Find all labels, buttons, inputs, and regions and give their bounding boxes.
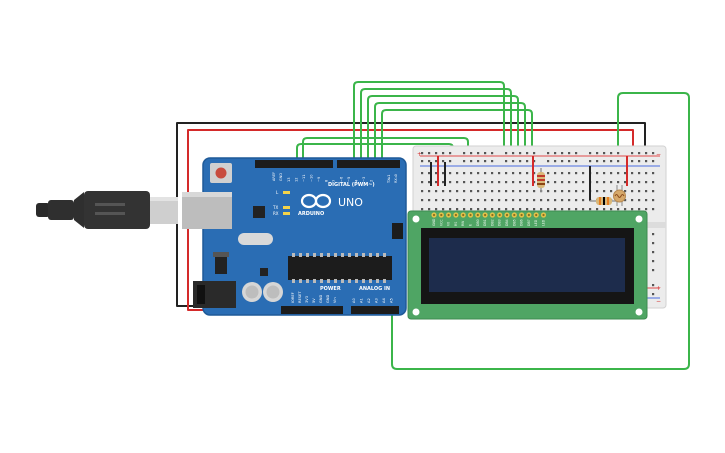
wire-d4[interactable] — [367, 95, 519, 186]
pin-label: RESET — [298, 291, 302, 303]
lcd-pin-label: DB6 — [520, 219, 524, 226]
arduino-logo-icon — [300, 193, 332, 209]
pin-label: ~5 — [347, 177, 351, 182]
pin-label: 12 — [295, 177, 299, 182]
pin-label: A1 — [360, 298, 364, 303]
digital-label: DIGITAL (PWM~) — [328, 182, 375, 188]
lcd-pin-label: DB2 — [490, 219, 494, 226]
lcd-pin-label: LED — [534, 219, 538, 226]
pin-label: GND — [319, 295, 323, 303]
pin-label: ~3 — [362, 177, 366, 182]
aref-label: AREF — [272, 172, 276, 181]
brand-label: ARDUINO — [298, 211, 324, 217]
pin-label: A3 — [375, 298, 379, 303]
pin-label: 4 — [355, 179, 359, 182]
pin-label: Vin — [333, 297, 337, 303]
usb-cable-icon — [36, 191, 178, 229]
pin-label: 7 — [332, 180, 336, 182]
lcd-pin-label: VCC — [439, 219, 443, 226]
pin-label: ~11 — [302, 174, 306, 182]
tx-label: TX — [272, 205, 278, 210]
resistor[interactable] — [590, 197, 618, 205]
wire-d6[interactable] — [381, 109, 533, 186]
wire-d2[interactable] — [353, 81, 505, 186]
rail-minus-label: − — [656, 151, 661, 158]
photoresistor-icon[interactable] — [613, 185, 626, 206]
model-label: UNO — [338, 196, 363, 209]
rail-plus-label: + — [417, 151, 422, 158]
pin-label: ~10 — [310, 174, 314, 182]
rx-pin-label: RX◃0 — [394, 174, 398, 183]
lcd-pin-label: DB3 — [498, 219, 502, 226]
tx-pin-label: TX▸1 — [387, 174, 391, 184]
gnd-label: GND — [279, 173, 283, 181]
pin-label: IOREF — [291, 292, 295, 303]
pin-label: A2 — [367, 298, 371, 303]
rail-plus-label-bottom: + — [656, 285, 661, 292]
atmega-chip — [288, 256, 392, 280]
wire-gnd-black[interactable] — [176, 122, 646, 307]
pin-label: GND — [326, 295, 330, 303]
lcd-pin-label: GND — [432, 218, 436, 226]
lcd-pin-label: RS — [454, 222, 458, 226]
pin-label: 3V3 — [305, 296, 309, 303]
pin-label: ~9 — [317, 176, 321, 182]
arduino-uno[interactable]: ARDUINO UNO DIGITAL (PWM~) POWER ANALOG … — [182, 157, 407, 316]
pin-label: A0 — [352, 298, 356, 303]
pin-label: 2 — [370, 180, 374, 182]
pin-label: A5 — [390, 298, 394, 303]
lcd-pin-label: RW — [461, 220, 465, 226]
lcd-pin-label: V0 — [447, 222, 451, 226]
wires-back — [176, 81, 690, 370]
lcd-pin-label: DB0 — [476, 219, 480, 226]
wire-d3[interactable] — [360, 88, 512, 186]
rail-minus-label-bottom: − — [656, 298, 661, 305]
pin-label: 8 — [325, 179, 329, 182]
breadboard-jumpers — [430, 156, 628, 200]
resistor[interactable] — [537, 168, 545, 192]
analog-label: ANALOG IN — [359, 286, 390, 292]
lcd-pin-label: DB4 — [505, 219, 509, 226]
wire-d5[interactable] — [374, 102, 526, 186]
lcd-pin-label: DB5 — [512, 219, 516, 226]
pin-label: A4 — [382, 298, 386, 303]
lcd-pin-label: DB1 — [483, 219, 487, 226]
rx-label: RX — [273, 211, 279, 216]
wire-d12[interactable] — [302, 137, 469, 186]
lcd-pin-label: DB7 — [527, 219, 531, 226]
crystal — [238, 233, 273, 245]
lcd-screen — [429, 238, 625, 292]
pin-label: 5V — [312, 298, 316, 303]
pin-label: ~6 — [340, 176, 344, 182]
pin-label: 13 — [287, 177, 291, 182]
l-label: L — [276, 190, 279, 195]
usb-port — [182, 192, 232, 229]
lcd-pin-header — [431, 212, 547, 218]
lcd-pin-label: E — [469, 224, 473, 226]
lcd-pin-label: LED — [542, 219, 546, 226]
power-label: POWER — [320, 286, 341, 292]
wire-green-loop[interactable] — [391, 92, 690, 370]
